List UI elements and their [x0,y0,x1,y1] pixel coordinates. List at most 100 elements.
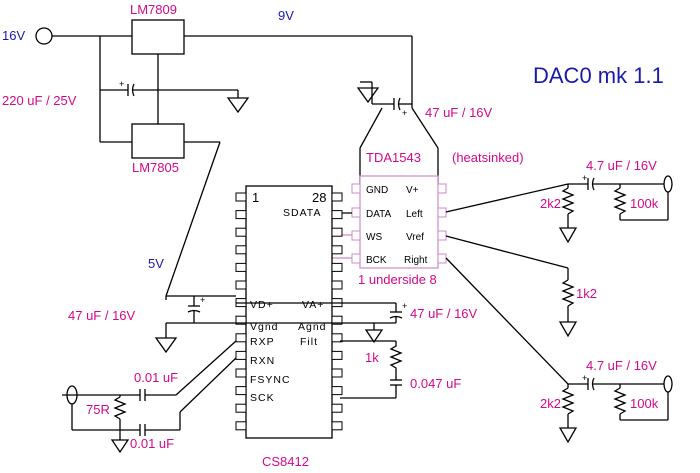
ground-icon [558,227,578,244]
analog-filter: + [340,301,407,399]
tda-supply-cap: + [356,81,439,188]
cap-001uf-top-label: 0.01 uF [134,370,178,385]
output-stage-top: + [445,173,673,244]
cs-pin-stub-right [331,245,343,255]
cs-pin-stub-right [331,280,343,290]
cs-pin-stub-left [235,315,247,325]
cs-pin-filt: Filt [300,336,318,348]
tda-pin-right: Right [404,255,428,266]
cs-pin-agnd: Agnd [298,321,327,333]
cs-pin-fsync: FSYNC [250,374,291,386]
cs-pin-stub-left [235,368,247,378]
cs-pin-sck: SCK [250,392,275,404]
cs-pin-rxn: RXN [250,355,275,367]
cs-pin-stub-left [235,350,247,360]
ground-icon [558,321,578,338]
lm7809-label: LM7809 [130,2,177,17]
cs-pin-va: VA+ [302,299,324,311]
cs-pin-stub-right [331,368,343,378]
cs-pin-stub-left [235,280,247,290]
lm7809-regulator [131,19,185,55]
tda-pin-vplus: V+ [406,185,419,196]
cs-pin28-label: 28 [312,190,326,205]
underside-label: 1 underside 8 [358,272,437,287]
input-voltage-label: 16V [2,28,25,43]
ground-icon [356,87,380,104]
power-section: + [35,19,413,297]
rail-9v-label: 9V [278,8,294,23]
cs-pin1-label: 1 [252,190,259,205]
svg-text:+: + [402,301,407,311]
cs-pin-stub-right [331,333,343,343]
cs-pin-stub-left [235,192,247,202]
rca-output-jack-top [663,175,673,193]
res-2k2-bottom-label: 2k2 [540,396,561,411]
ground-icon [226,97,250,114]
res-1k-label: 1k [365,350,379,365]
ground-icon [364,329,384,344]
cs-pin-stub-left [235,386,247,396]
spdif-input [62,340,237,454]
svg-text:+: + [582,373,587,383]
diagram-title: DAC0 mk 1.1 [533,63,664,88]
res-2k2-top-label: 2k2 [540,196,561,211]
res-75r-label: 75R [86,402,110,417]
ground-icon [110,439,130,454]
cs-pin-vgnd: Vgnd [250,321,279,333]
svg-text:+: + [582,173,587,183]
cs-pin-sdata: SDATA [283,207,321,219]
cap-out-bottom-label: 4.7 uF / 16V [586,358,657,373]
vref-resistor [445,235,578,338]
cs-pin-vd: VD+ [250,299,274,311]
input-terminal [35,27,53,45]
cs-pin-stub-left [235,421,247,431]
rail-5v-label: 5V [148,256,164,271]
cs-pin-stub-right [331,386,343,396]
cap-001uf-bottom-label: 0.01 uF [130,436,174,451]
cs-pin-stub-right [331,350,343,360]
tda1543-label: TDA1543 [366,150,421,165]
tda-pin-data: DATA [366,209,392,220]
tda-pin-bck: BCK [366,255,387,266]
heatsink-label: (heatsinked) [452,150,524,165]
cap-47uf-left-label: 47 uF / 16V [68,308,136,323]
cap-47uf-top-label: 47 uF / 16V [425,105,493,120]
svg-text:+: + [119,79,124,89]
cs-pin-stub-right [331,403,343,413]
cap-0047uf-label: 0.047 uF [410,376,461,391]
cs-pin-stub-left [235,210,247,220]
cs-pin-stub-left [235,262,247,272]
cs-pin-stub-right [331,315,343,325]
cs-pin-stub-left [235,403,247,413]
res-1k2-label: 1k2 [576,286,597,301]
cs8412-label: CS8412 [262,454,309,469]
tda-pin-ws: WS [366,232,382,243]
lm7805-label: LM7805 [132,160,179,175]
cs-pin-stub-right [331,192,343,202]
cs-pin-stub-right [331,421,343,431]
cap-220uf-label: 220 uF / 25V [2,93,77,108]
ground-icon [154,337,178,354]
res-100k-bottom-label: 100k [630,396,659,411]
cs-pin-stub-right [331,262,343,272]
lm7805-regulator [131,123,185,159]
tda-pin-vref: Vref [406,232,424,243]
cs-pin-stub-left [235,245,247,255]
cap-47uf-right-label: 47 uF / 16V [410,306,478,321]
cs-pin-stub-right [331,210,343,220]
cs-pin-stub-left [235,333,247,343]
cs8412-chip: 1 28 SDATA VD+ Vgnd RXP RXN FSYNC SCK VA… [235,185,343,439]
output-stage-bottom: + [445,257,673,444]
tda-pin-gnd: GND [366,185,388,196]
ground-icon [558,427,578,444]
svg-text:+: + [200,295,205,305]
cs-pin-stub-right [331,227,343,237]
cs-pin-rxp: RXP [250,336,275,348]
cs-supply-cap: + [154,295,236,354]
tda1543-chip: GND DATA WS BCK V+ Left Vref Right [351,175,447,269]
cs-pin-stub-left [235,227,247,237]
rca-output-jack-bottom [663,375,673,393]
cap-out-top-label: 4.7 uF / 16V [586,158,657,173]
tda-pin-left: Left [406,209,423,220]
